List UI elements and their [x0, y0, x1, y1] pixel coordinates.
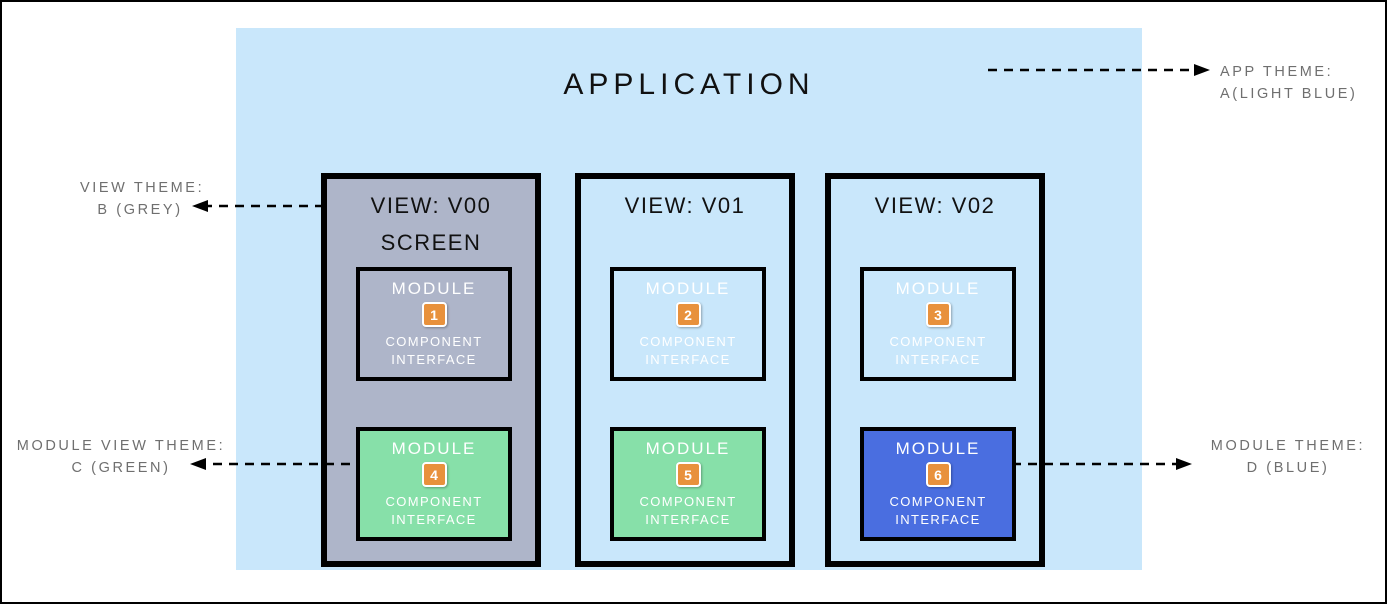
view-panel-v02[interactable]: VIEW: V02 MODULE 3 COMPONENT INTERFACE M… — [825, 173, 1045, 567]
module-subtitle: COMPONENT INTERFACE — [889, 333, 986, 368]
module-subtitle-line2: INTERFACE — [645, 511, 731, 527]
module-badge: 3 — [925, 302, 951, 328]
module-subtitle: COMPONENT INTERFACE — [639, 333, 736, 368]
annotation-view-theme: VIEW THEME: B (GREY) — [80, 178, 205, 222]
view-title-v02: VIEW: V02 — [874, 193, 996, 218]
module-subtitle-line2: INTERFACE — [391, 511, 477, 527]
module-subtitle: COMPONENT INTERFACE — [889, 493, 986, 528]
view-title-v00: VIEW: V00 — [370, 193, 492, 218]
annotation-module-theme-line2: D (BLUE) — [1246, 459, 1330, 476]
view-title-v01: VIEW: V01 — [624, 193, 746, 218]
module-subtitle-line2: INTERFACE — [391, 351, 477, 367]
module-box-5[interactable]: MODULE 5 COMPONENT INTERFACE — [610, 427, 766, 541]
module-badge: 5 — [675, 462, 701, 488]
module-box-1[interactable]: MODULE 1 COMPONENT INTERFACE — [356, 267, 512, 381]
module-subtitle-line2: INTERFACE — [645, 351, 731, 367]
module-box-4[interactable]: MODULE 4 COMPONENT INTERFACE — [356, 427, 512, 541]
application-panel: APPLICATION VIEW: V00 SCREEN MODULE 1 CO… — [236, 28, 1142, 570]
module-box-6[interactable]: MODULE 6 COMPONENT INTERFACE — [860, 427, 1016, 541]
module-subtitle-line1: COMPONENT — [889, 494, 987, 510]
module-label: MODULE — [645, 278, 731, 298]
annotation-module-view-theme-line1: MODULE VIEW THEME: — [16, 438, 226, 454]
module-theme-leader-line — [1012, 458, 1192, 470]
annotation-app-theme: APP THEME: A(LIGHT BLUE) — [1220, 62, 1357, 106]
view-panel-v00[interactable]: VIEW: V00 SCREEN MODULE 1 COMPONENT INTE… — [321, 173, 541, 567]
module-label: MODULE — [391, 438, 477, 458]
module-badge: 4 — [421, 462, 447, 488]
annotation-app-theme-line1: APP THEME: — [1220, 64, 1334, 80]
annotation-app-theme-line2: A(LIGHT BLUE) — [1220, 85, 1358, 102]
module-label: MODULE — [645, 438, 731, 458]
module-subtitle: COMPONENT INTERFACE — [385, 333, 482, 368]
module-box-3[interactable]: MODULE 3 COMPONENT INTERFACE — [860, 267, 1016, 381]
module-subtitle-line2: INTERFACE — [895, 351, 981, 367]
module-box-2[interactable]: MODULE 2 COMPONENT INTERFACE — [610, 267, 766, 381]
view-theme-leader-line — [192, 200, 324, 212]
module-subtitle-line1: COMPONENT — [385, 334, 483, 350]
module-label: MODULE — [895, 278, 981, 298]
annotation-view-theme-line2: B (GREY) — [97, 201, 183, 218]
module-label: MODULE — [391, 278, 477, 298]
annotation-module-view-theme-line2: C (GREEN) — [71, 459, 171, 476]
module-badge: 2 — [675, 302, 701, 328]
module-subtitle: COMPONENT INTERFACE — [639, 493, 736, 528]
module-subtitle-line1: COMPONENT — [639, 334, 737, 350]
module-subtitle-line2: INTERFACE — [895, 511, 981, 527]
view-subtitle-v00: SCREEN — [380, 230, 482, 255]
module-subtitle-line1: COMPONENT — [889, 334, 987, 350]
module-badge: 6 — [925, 462, 951, 488]
app-theme-leader-line — [988, 64, 1210, 76]
view-panel-v01[interactable]: VIEW: V01 MODULE 2 COMPONENT INTERFACE M… — [575, 173, 795, 567]
module-subtitle: COMPONENT INTERFACE — [385, 493, 482, 528]
module-label: MODULE — [895, 438, 981, 458]
annotation-module-view-theme: MODULE VIEW THEME: C (GREEN) — [16, 436, 226, 480]
annotation-module-theme-line1: MODULE THEME: — [1210, 438, 1366, 454]
annotation-view-theme-line1: VIEW THEME: — [80, 180, 205, 196]
module-view-theme-leader-line — [190, 458, 350, 470]
application-title: APPLICATION — [563, 68, 815, 101]
module-subtitle-line1: COMPONENT — [639, 494, 737, 510]
module-subtitle-line1: COMPONENT — [385, 494, 483, 510]
annotation-module-theme: MODULE THEME: D (BLUE) — [1202, 436, 1374, 480]
module-badge: 1 — [421, 302, 447, 328]
